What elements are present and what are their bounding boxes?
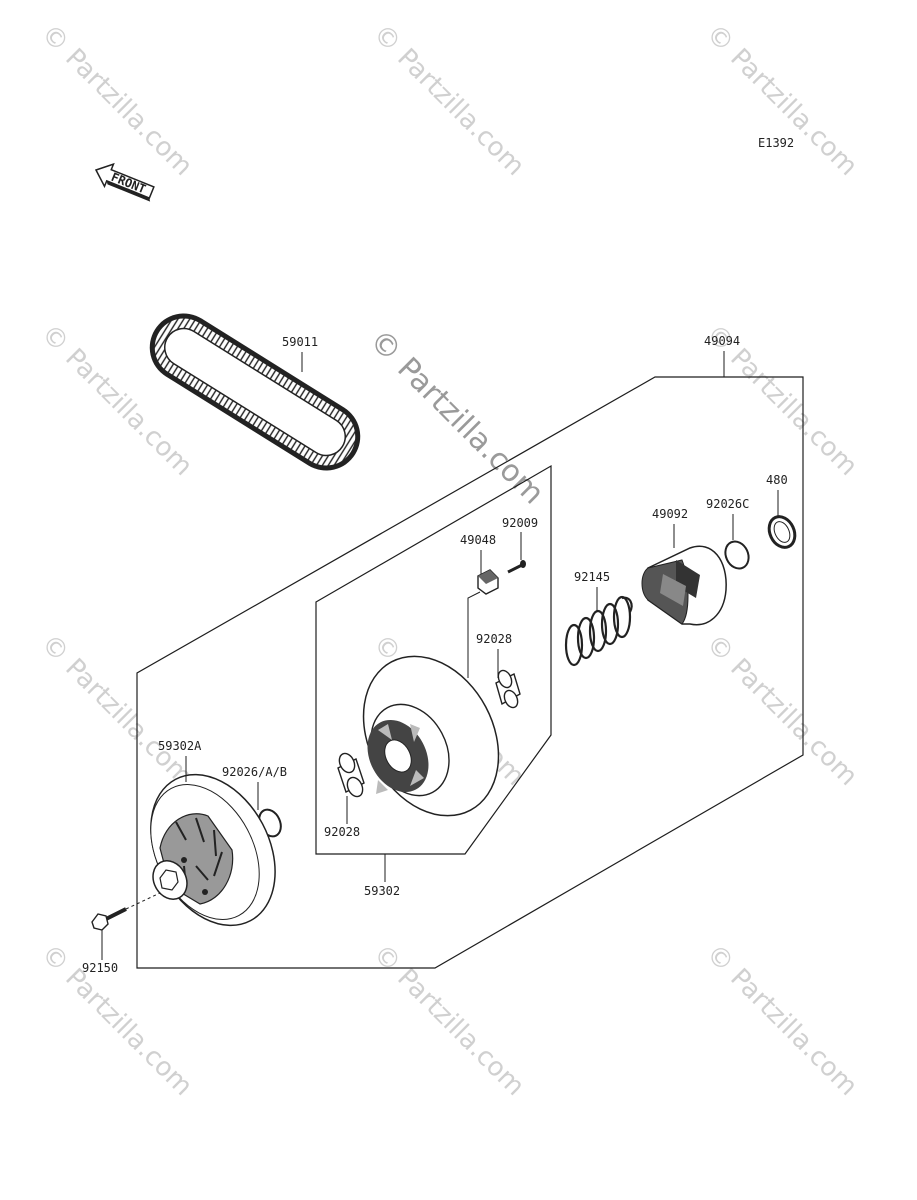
label-driven-assy: 49094 [704,334,740,348]
diagram-code: E1392 [758,136,794,150]
torque-cam-icon [641,545,727,626]
label-bushing-lower: 92028 [324,825,360,839]
washer-icon [724,540,750,570]
label-belt: 59011 [282,335,318,349]
label-oring: 92026/A/B [222,765,287,779]
label-spring: 92145 [574,570,610,584]
bushing-upper-icon [495,669,521,709]
watermark: © Partzilla.com [35,629,198,792]
watermark: © Partzilla.com [700,939,863,1102]
circlip-icon [767,515,797,549]
assembly-frame-inner [315,464,552,855]
label-circlip: 480 [766,473,788,487]
watermark: © Partzilla.com [700,19,863,182]
assembly-frame-outer [136,376,804,969]
front-arrow-icon: FRONT [94,162,155,202]
block-icon [477,569,499,595]
label-bushing-upper: 92028 [476,632,512,646]
watermark: © Partzilla.com [367,19,530,182]
screw-icon [507,560,526,574]
watermark: © Partzilla.com [35,19,198,182]
leader-lines [101,351,779,960]
movable-sheave-icon [362,655,500,817]
label-block: 49048 [460,533,496,547]
drive-belt-icon [149,313,361,471]
spring-icon [564,595,633,667]
label-screw: 92009 [502,516,538,530]
bushing-lower-icon [337,752,365,798]
label-cam: 49092 [652,507,688,521]
label-washer-c: 92026C [706,497,749,511]
part-labels: 59011 49094 480 92026C 49092 92009 49048… [82,334,788,975]
label-fixed-sheave: 59302A [158,739,202,753]
label-bolt: 92150 [82,961,118,975]
label-movable-sheave: 59302 [364,884,400,898]
bolt-icon [91,907,127,931]
watermark: © Partzilla.com [367,939,530,1102]
fixed-sheave-icon [150,773,276,927]
watermark-layer: © Partzilla.com © Partzilla.com © Partzi… [35,19,863,1102]
